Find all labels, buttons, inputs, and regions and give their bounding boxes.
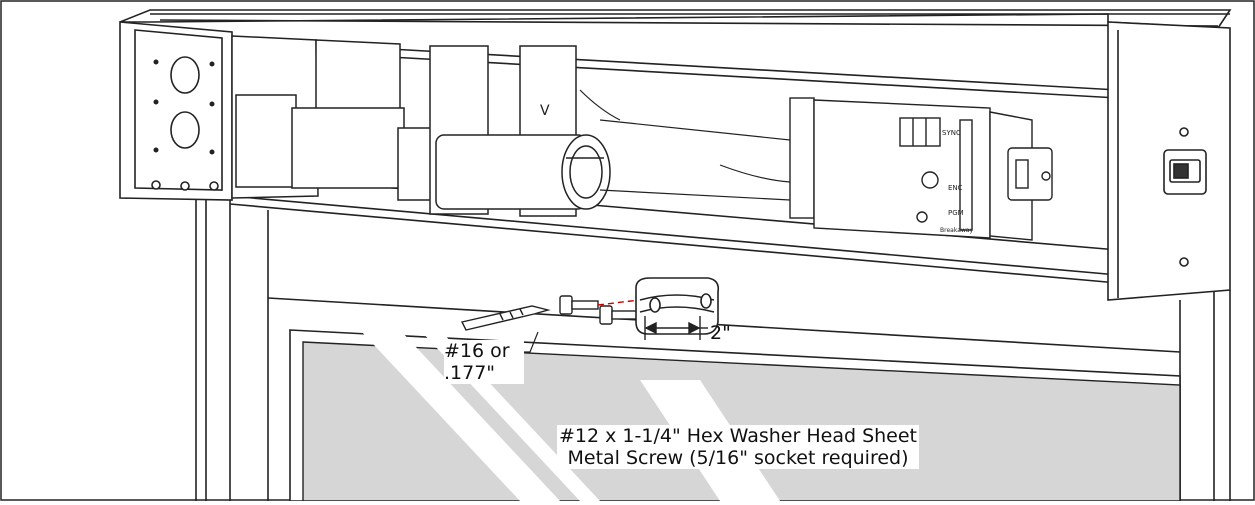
dimension-label: 2" (710, 322, 731, 344)
control-board-icon: SYNC ENC PGM Breakaway (789, 97, 1053, 241)
enc-text: ENC (948, 184, 963, 192)
breakaway-text: Breakaway (940, 227, 973, 234)
screw-spec-label: #12 x 1-1/4" Hex Washer Head Sheet Metal… (557, 425, 919, 469)
mounting-bracket-icon (635, 277, 720, 335)
pgm-text: PGM (948, 209, 964, 217)
drill-bit-icon (460, 305, 551, 331)
svg-text:V: V (540, 103, 550, 119)
screw-spec-line-2: Metal Screw (5/16" socket required) (567, 447, 909, 469)
operator-header (119, 9, 1232, 301)
screw-spec-line-1: #12 x 1-1/4" Hex Washer Head Sheet (559, 425, 917, 447)
drive-belt (579, 89, 791, 201)
drill-size-line-1: #16 or (444, 340, 510, 362)
operator-motor-icon: V (231, 35, 611, 217)
dimension-indicator (644, 316, 708, 340)
drill-size-label: #16 or .177" (444, 340, 524, 384)
sync-text: SYNC (942, 129, 961, 137)
drill-size-line-2: .177" (444, 362, 496, 384)
hex-screw-icon (559, 295, 639, 325)
